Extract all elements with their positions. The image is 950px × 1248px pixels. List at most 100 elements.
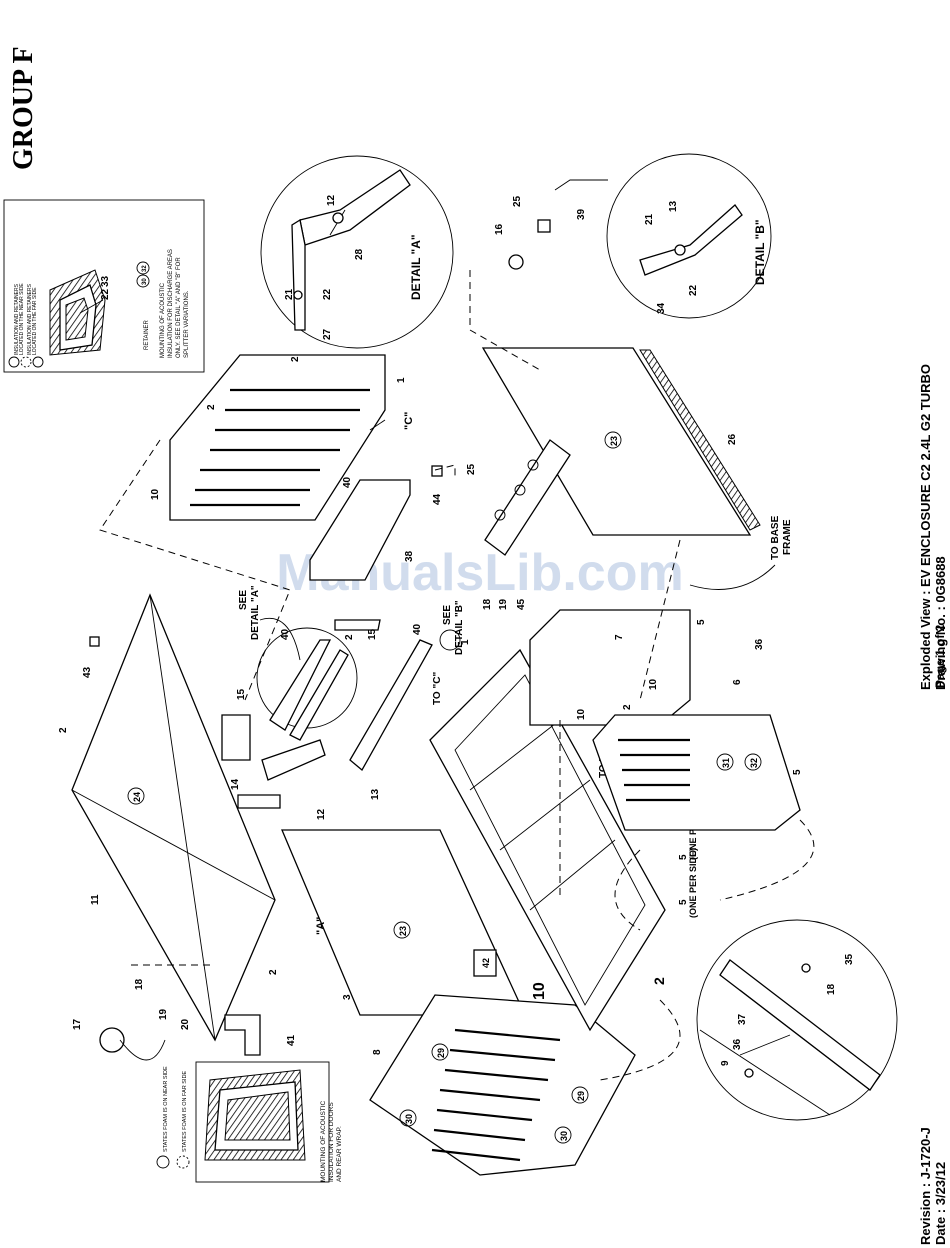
part-25-control-plate: 25: [466, 439, 571, 556]
svg-text:10: 10: [648, 678, 659, 690]
svg-text:26: 26: [727, 433, 738, 445]
part-14-strip: 14: [230, 778, 281, 809]
svg-text:38: 38: [404, 550, 415, 562]
drawing-title: Exploded View : EV ENCLOSURE C2 2.4L G2 …: [918, 364, 933, 690]
detail-c-view: 35 18 37 36 9: [696, 919, 898, 1121]
detail-a-view: 12 28 22 21 27 DETAIL "A": [260, 155, 454, 349]
svg-text:23: 23: [398, 926, 408, 936]
svg-text:DETAIL "B": DETAIL "B": [753, 219, 767, 285]
svg-text:3: 3: [342, 994, 353, 1000]
svg-text:18: 18: [826, 983, 837, 995]
svg-text:35: 35: [844, 953, 855, 965]
svg-text:12: 12: [316, 808, 327, 820]
svg-text:INSULATION FOR DOORS: INSULATION FOR DOORS: [328, 1102, 335, 1182]
svg-text:39: 39: [576, 208, 587, 220]
detail-b-view: 21 13 22 34 DETAIL "B": [606, 153, 772, 319]
drawing-number: Drawing No. : 0G8688: [933, 556, 948, 690]
svg-text:33: 33: [100, 275, 111, 287]
svg-text:22: 22: [688, 284, 699, 296]
svg-text:SEE: SEE: [238, 590, 249, 610]
svg-text:5: 5: [792, 769, 803, 775]
svg-text:LOCATED ON THE FAR SIDE: LOCATED ON THE FAR SIDE: [32, 287, 38, 355]
svg-text:14: 14: [230, 778, 241, 790]
part-17-door-handle: 17 18 19 20: [72, 978, 191, 1061]
svg-text:45: 45: [516, 598, 527, 610]
revision-label: Revision : J-1720-J: [918, 1127, 933, 1245]
legend-door-insulation: STATES FOAM IS ON NEAR SIDE STATES FOAM …: [156, 1061, 343, 1183]
sheet-page: Page 1 of 2: [933, 624, 947, 688]
assembly-dashed-lines: [99, 270, 815, 1081]
svg-text:34: 34: [656, 302, 667, 314]
svg-text:7: 7: [614, 634, 625, 640]
svg-text:TO BASE: TO BASE: [770, 515, 781, 560]
svg-text:27: 27: [322, 328, 333, 340]
svg-text:2: 2: [58, 727, 69, 733]
svg-text:17: 17: [72, 1018, 83, 1030]
svg-text:30: 30: [559, 1131, 569, 1141]
svg-text:SPLITTER VARIATIONS.: SPLITTER VARIATIONS.: [184, 290, 190, 358]
svg-text:21: 21: [644, 213, 655, 225]
revision-date: Date : 3/23/12: [933, 1162, 948, 1245]
legend-discharge-insulation: INSULATION AND RETAINERS LOCATED ON THE …: [3, 199, 205, 373]
svg-text:16: 16: [494, 223, 505, 235]
svg-text:40: 40: [280, 628, 291, 640]
part-41-bracket: 41: [224, 1014, 297, 1056]
svg-text:28: 28: [354, 248, 365, 260]
svg-text:2: 2: [344, 634, 355, 640]
svg-text:15: 15: [236, 688, 247, 700]
svg-text:FRAME: FRAME: [782, 519, 793, 555]
svg-text:AND REAR WRAP.: AND REAR WRAP.: [336, 1126, 343, 1182]
part-1-louver-panel: 1 2 2 10 "C" 40: [150, 354, 415, 521]
svg-text:2: 2: [206, 404, 217, 410]
part-44-clip: 44: [431, 465, 443, 505]
svg-text:RETAINER: RETAINER: [144, 319, 150, 350]
svg-text:6: 6: [732, 679, 743, 685]
svg-text:25: 25: [466, 463, 477, 475]
group-title: GROUP F: [8, 46, 39, 170]
svg-text:18: 18: [134, 978, 145, 990]
svg-text:DETAIL "A": DETAIL "A": [409, 234, 423, 300]
svg-text:19: 19: [158, 1008, 169, 1020]
svg-text:23: 23: [609, 436, 619, 446]
svg-text:SEE: SEE: [442, 605, 453, 625]
svg-text:11: 11: [90, 894, 101, 905]
svg-text:MOUNTING OF ACOUSTIC: MOUNTING OF ACOUSTIC: [320, 1100, 327, 1182]
svg-text:43: 43: [82, 666, 93, 678]
svg-text:DETAIL "A": DETAIL "A": [250, 585, 261, 640]
svg-text:2: 2: [622, 704, 633, 710]
svg-text:22: 22: [100, 288, 111, 300]
svg-text:15: 15: [367, 628, 378, 640]
part-8-front-door: 29 30 29 30 8: [369, 994, 636, 1176]
svg-text:TO "C": TO "C": [432, 672, 443, 705]
svg-text:19: 19: [498, 598, 509, 610]
svg-text:INSULATION FOR DISCHARGE AREAS: INSULATION FOR DISCHARGE AREAS: [168, 249, 174, 358]
part-16-25-39-fittings: 16 25 39: [494, 179, 608, 270]
svg-text:22: 22: [322, 288, 333, 300]
svg-text:24: 24: [132, 792, 142, 802]
svg-text:"C": "C": [403, 412, 415, 430]
part-12-splitter: 12: [261, 739, 327, 820]
svg-text:8: 8: [372, 1049, 383, 1055]
see-detail-a-callout: SEE DETAIL "A" 40 2 15: [238, 585, 381, 741]
svg-text:10: 10: [576, 708, 587, 720]
svg-text:1: 1: [396, 377, 407, 383]
svg-text:37: 37: [737, 1013, 748, 1025]
svg-text:13: 13: [370, 788, 381, 800]
svg-text:12: 12: [326, 194, 337, 206]
svg-text:ONLY. SEE DETAIL "A" AND "B" F: ONLY. SEE DETAIL "A" AND "B" FOR: [176, 257, 182, 358]
svg-text:10: 10: [531, 982, 548, 1000]
svg-text:20: 20: [180, 1018, 191, 1030]
svg-text:41: 41: [286, 1034, 297, 1046]
svg-text:"A": "A": [315, 917, 327, 935]
svg-text:40: 40: [342, 476, 353, 488]
svg-text:INSULATION AND RETAINERS: INSULATION AND RETAINERS: [14, 283, 20, 355]
part-38-baffle: 38: [309, 479, 415, 581]
svg-text:31: 31: [721, 758, 731, 768]
see-detail-b-callout: SEE DETAIL "B" 1 18 19 45: [439, 598, 527, 655]
svg-text:1: 1: [460, 639, 471, 645]
part-13-splitter: 13 40: [349, 623, 433, 800]
svg-text:21: 21: [284, 288, 295, 300]
svg-text:25: 25: [512, 195, 523, 207]
svg-text:2: 2: [651, 977, 667, 985]
